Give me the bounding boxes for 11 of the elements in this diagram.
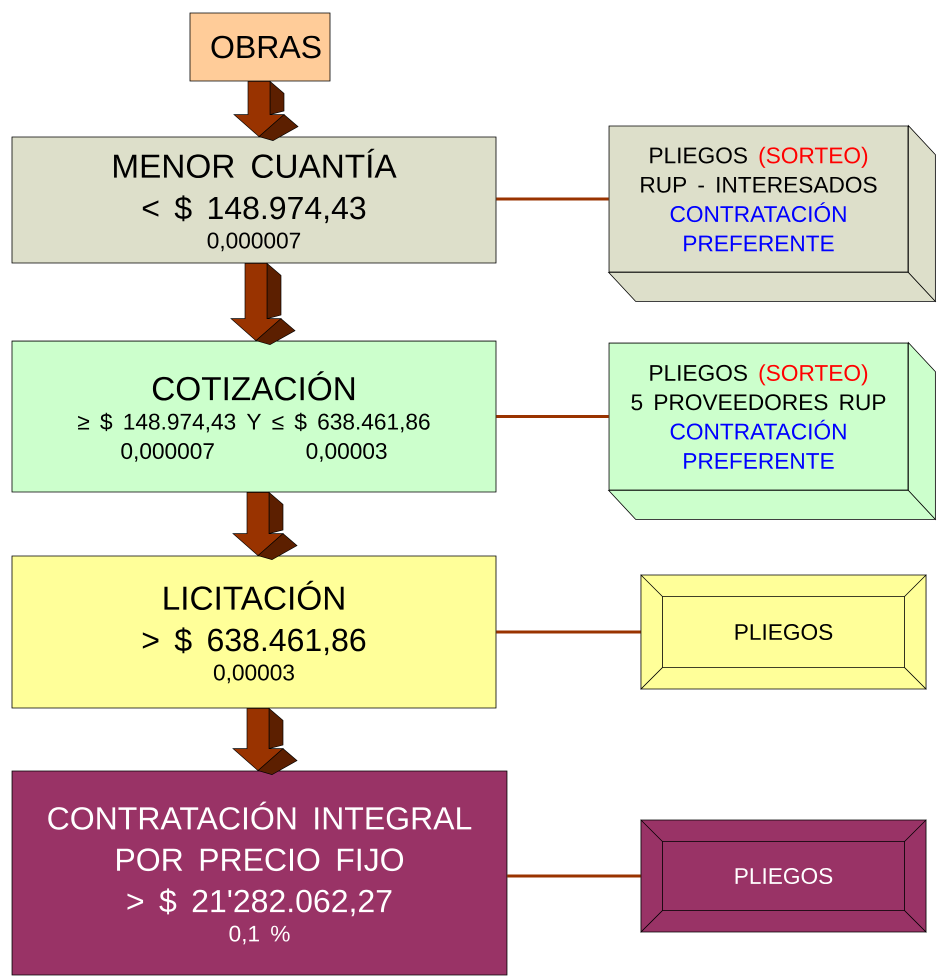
process-box: CONTRATACIÓN INTEGRAL POR PRECIO FIJO > $ 21'282.062,27 0,1 %	[12, 770, 508, 976]
connector-line	[496, 630, 641, 634]
bevel-box: PLIEGOS	[640, 819, 927, 933]
process-box: LICITACIÓN > $ 638.461,86 0,00003	[12, 556, 496, 708]
bevel-box: PLIEGOS	[640, 574, 927, 690]
connector-line	[507, 874, 641, 878]
process-box: COTIZACIÓN ≥ $ 148.974,43 Y ≤ $ 638.461,86 0,000007 0,00003	[12, 340, 496, 492]
process-box: MENOR CUANTÍA < $ 148.974,43 0,000007	[12, 136, 496, 264]
connector-line	[496, 415, 609, 418]
connector-line	[496, 198, 609, 200]
process-box: OBRAS	[190, 12, 330, 82]
